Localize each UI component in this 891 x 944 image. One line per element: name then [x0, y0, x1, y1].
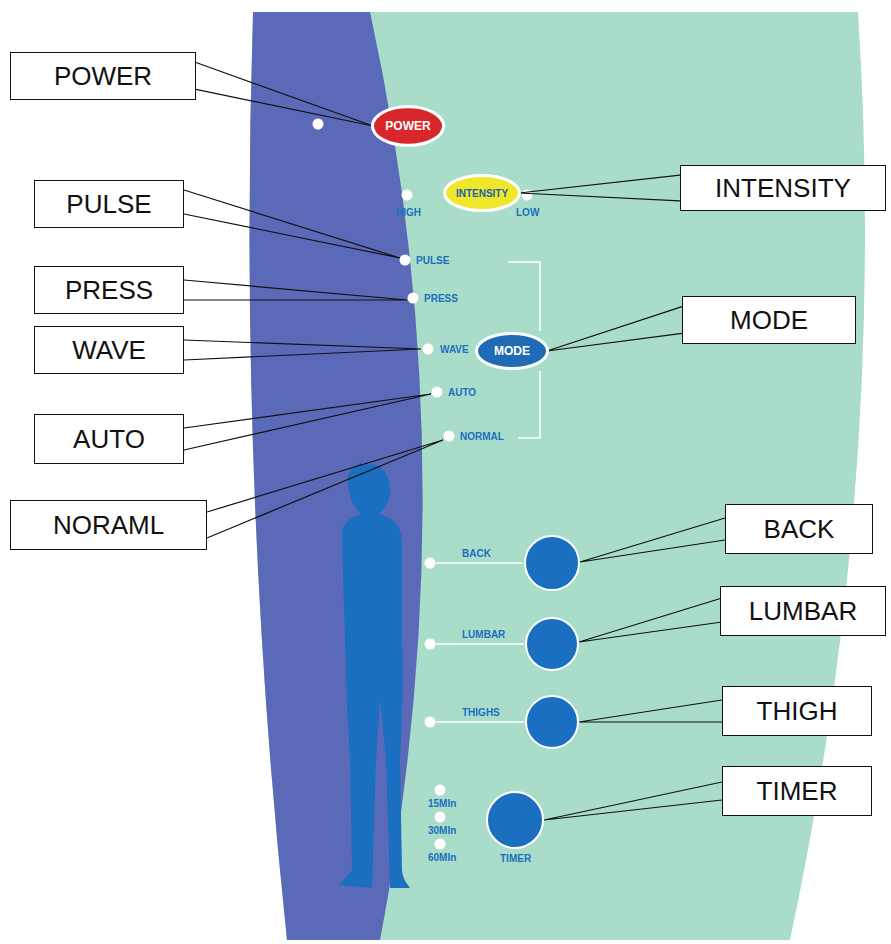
callout-text: LUMBAR	[749, 596, 857, 627]
panel-label: LOW	[516, 208, 539, 218]
leader-line	[519, 175, 680, 201]
callout-box: MODE	[682, 296, 856, 344]
callout-box: WAVE	[34, 326, 184, 374]
panel-label: TIMER	[500, 854, 531, 864]
panel-label: NORMAL	[460, 432, 504, 442]
button-text: POWER	[385, 119, 430, 133]
callout-box: THIGH	[722, 686, 872, 736]
button-text: INTENSITY	[456, 188, 508, 199]
panel-label: PRESS	[424, 294, 458, 304]
panel-label: PULSE	[416, 256, 449, 266]
panel-label: 60MIn	[428, 853, 456, 863]
callout-text: BACK	[764, 514, 835, 545]
button-ellipse	[445, 176, 520, 211]
panel-label: 30MIn	[428, 826, 456, 836]
panel-label: BACK	[462, 549, 491, 559]
panel-label: WAVE	[440, 345, 469, 355]
panel-label: AUTO	[448, 388, 476, 398]
panel-button: INTENSITY	[443, 174, 521, 212]
panel-button: MODE	[475, 332, 549, 370]
callout-box: BACK	[725, 504, 873, 554]
panel-label: THIGHS	[462, 708, 500, 718]
leader-line	[547, 307, 682, 351]
panel-label: 15MIn	[428, 799, 456, 809]
callout-box: PRESS	[34, 266, 184, 314]
callout-text: TIMER	[757, 776, 838, 807]
body-silhouette	[338, 462, 410, 888]
panel-green	[249, 12, 865, 940]
callout-text: WAVE	[72, 335, 146, 366]
button-ellipse	[372, 107, 443, 146]
panel-label: LUMBAR	[462, 630, 505, 640]
callout-text: MODE	[730, 305, 808, 336]
callout-box: AUTO	[34, 414, 184, 464]
panel-blue	[249, 12, 422, 940]
callout-box: PULSE	[34, 180, 184, 228]
callout-text: POWER	[54, 61, 152, 92]
round-buttons	[487, 536, 579, 848]
panel-button: POWER	[371, 105, 445, 147]
callout-text: PULSE	[66, 189, 151, 220]
callout-text: PRESS	[65, 275, 153, 306]
callout-text: NORAML	[53, 510, 164, 541]
indicator-leds	[313, 119, 533, 850]
mode-bracket	[436, 262, 540, 722]
button-text: MODE	[494, 344, 530, 358]
callout-text: THIGH	[757, 696, 838, 727]
callout-text: AUTO	[73, 424, 145, 455]
leader-lines	[184, 190, 725, 820]
callout-box: TIMER	[722, 766, 872, 816]
leader-line	[196, 63, 373, 126]
callout-box: POWER	[10, 52, 196, 100]
callout-box: NORAML	[10, 500, 207, 550]
panel-label: HIGH	[396, 208, 421, 218]
callout-box: LUMBAR	[720, 586, 886, 636]
button-ellipse	[476, 334, 547, 369]
callout-box: INTENSITY	[680, 165, 886, 211]
callout-text: INTENSITY	[715, 173, 851, 204]
